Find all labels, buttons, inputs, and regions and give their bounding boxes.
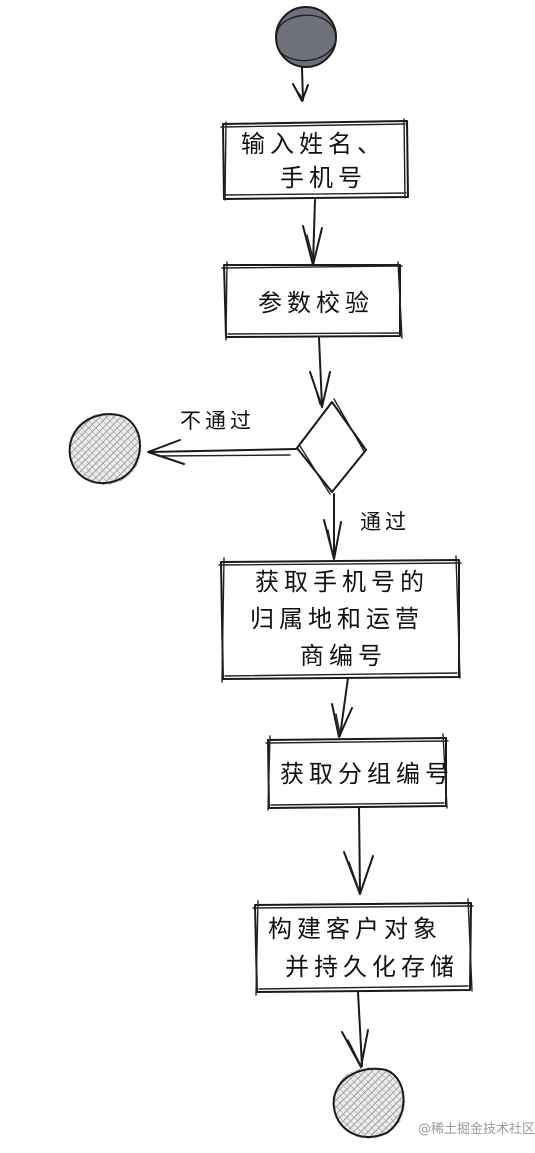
validate-box: 参数校验: [221, 261, 403, 341]
input-box: 输入姓名、 手机号: [220, 118, 409, 201]
arrow-pass-branch: 通过: [323, 493, 410, 560]
start-node: [275, 6, 337, 68]
input-box-line-2: 手机号: [280, 164, 367, 192]
arrow-validate-to-decision: [309, 337, 331, 408]
lookup-box: 获取手机号的 归属地和运营 商编号: [218, 555, 462, 683]
arrow-input-to-validate: [302, 199, 323, 266]
group-box: 获取分组编号: [265, 733, 454, 811]
validate-box-label: 参数校验: [258, 289, 374, 317]
final-end-node: [332, 1067, 405, 1139]
fail-label: 不通过: [180, 409, 255, 433]
persist-box-line-2: 并持久化存储: [285, 953, 459, 981]
fail-end-node: [68, 413, 141, 485]
input-box-line-1: 输入姓名、: [241, 130, 386, 158]
pass-label: 通过: [360, 510, 410, 534]
decision-diamond: [296, 398, 367, 495]
arrow-lookup-to-group: [331, 677, 353, 738]
persist-box: 构建客户对象 并持久化存储: [252, 898, 474, 996]
lookup-box-line-2: 归属地和运营: [250, 605, 424, 633]
persist-box-line-1: 构建客户对象: [268, 915, 442, 943]
lookup-box-line-3: 商编号: [300, 642, 387, 670]
lookup-box-line-1: 获取手机号的: [255, 568, 429, 596]
watermark: @稀土掘金技术社区: [418, 1121, 535, 1137]
group-box-label: 获取分组编号: [280, 760, 454, 788]
arrow-group-to-persist: [343, 807, 374, 895]
arrow-start-to-input: [292, 67, 309, 102]
arrow-persist-to-end: [341, 991, 369, 1068]
arrow-fail-branch: 不通过: [147, 409, 297, 465]
